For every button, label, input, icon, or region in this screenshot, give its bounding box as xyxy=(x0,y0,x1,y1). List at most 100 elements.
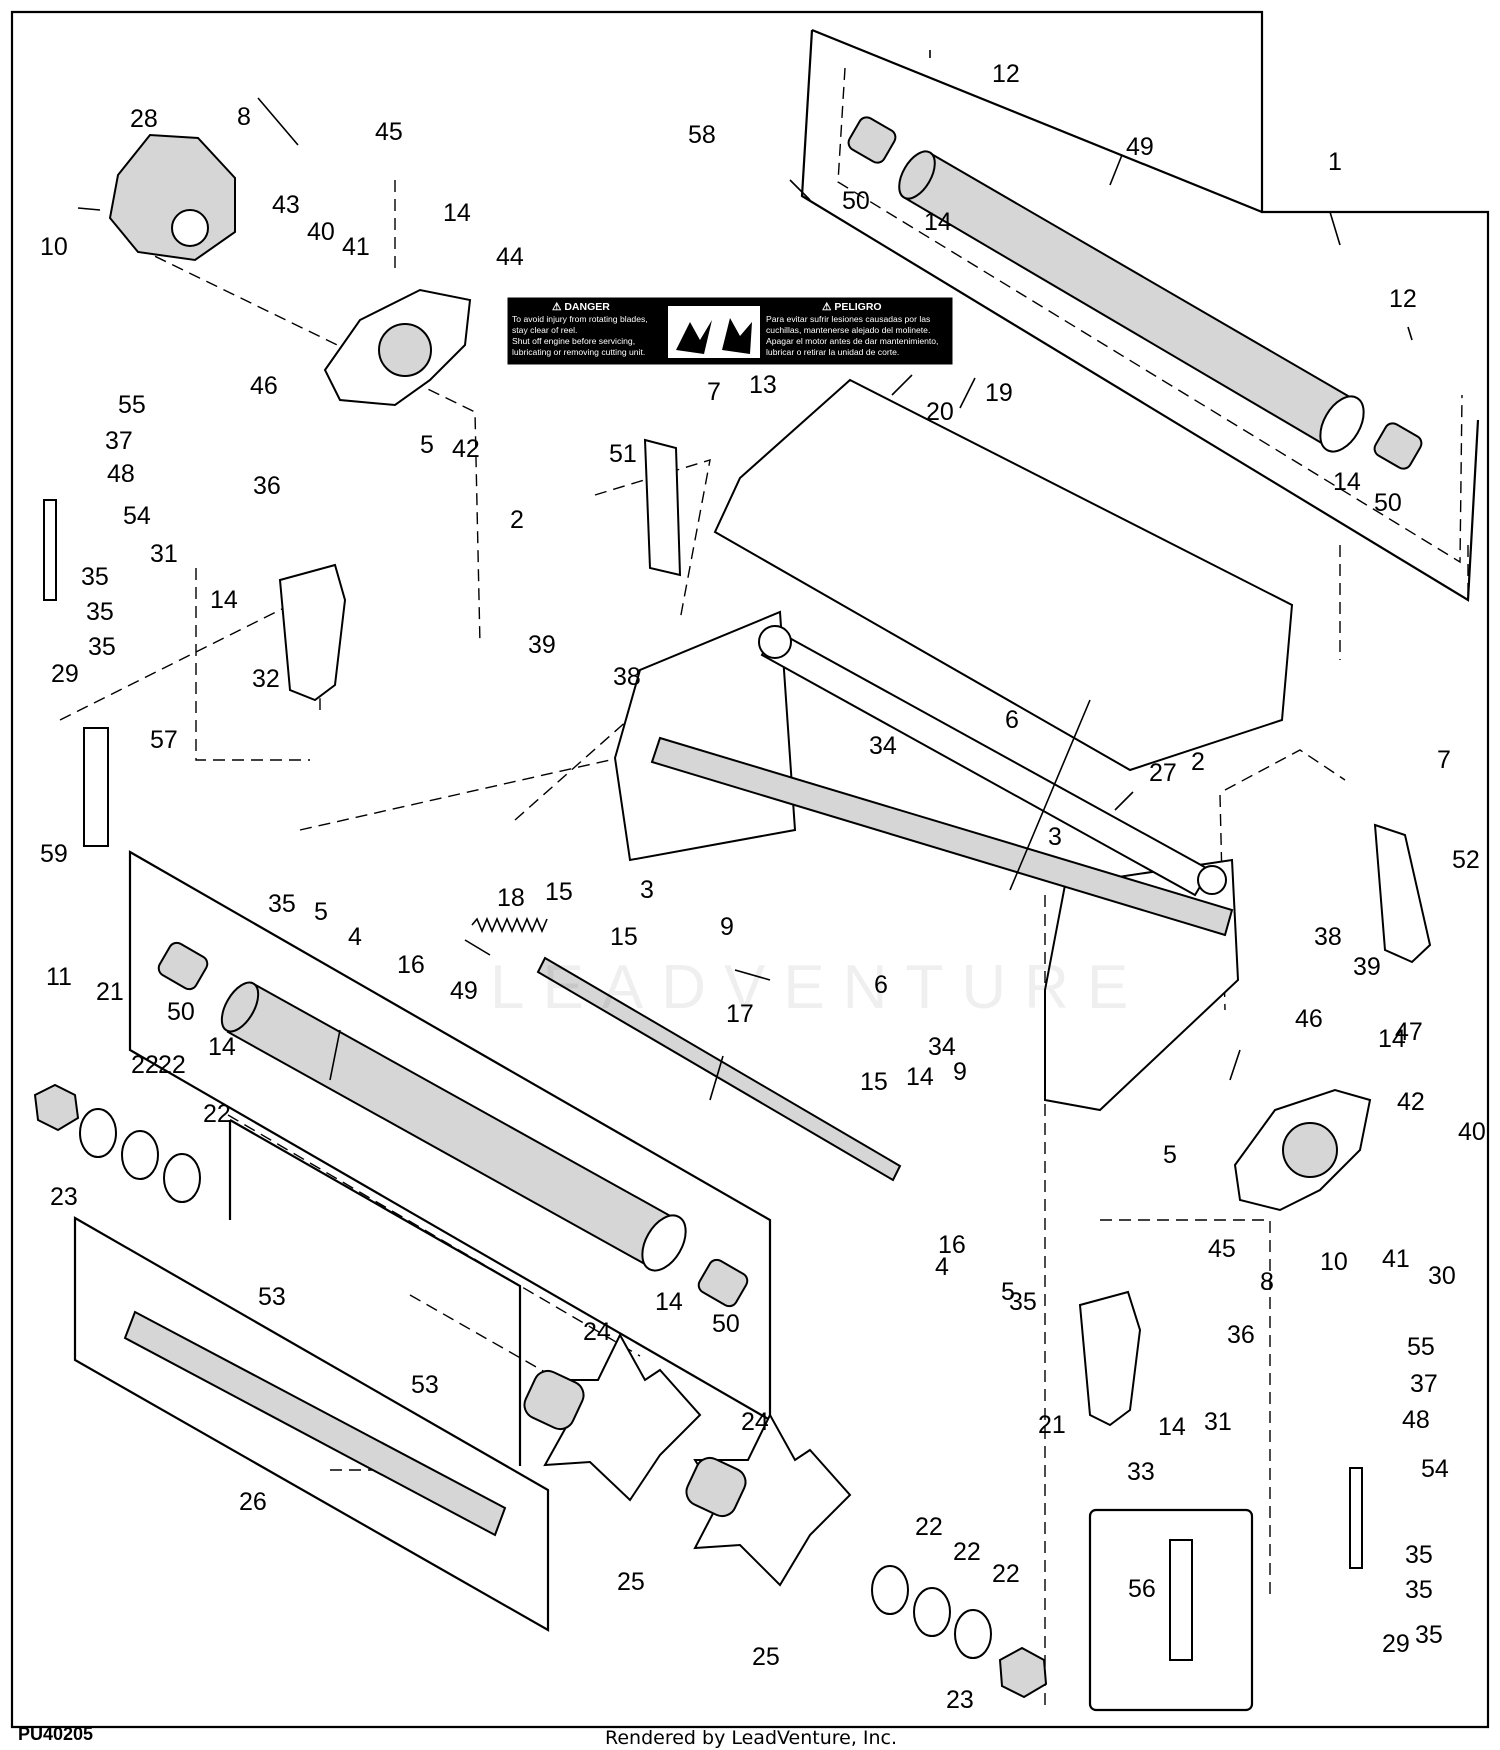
callout-number: 33 xyxy=(1127,1458,1155,1486)
callout-number: 14 xyxy=(210,586,238,614)
knife-25-first xyxy=(543,1332,702,1502)
callout-number: 14 xyxy=(208,1033,236,1061)
callout-number: 35 xyxy=(268,890,296,918)
callout-number: 35 xyxy=(81,563,109,591)
callout-number: 37 xyxy=(1410,1370,1438,1398)
callout-number: 50 xyxy=(712,1310,740,1338)
callout-number: 36 xyxy=(1227,1321,1255,1349)
callout-number: 29 xyxy=(1382,1630,1410,1658)
callout-number: 26 xyxy=(239,1488,267,1516)
callout-number: 22 xyxy=(131,1051,159,1079)
decal-left-line: To avoid injury from rotating blades, xyxy=(512,314,648,324)
callout-number: 39 xyxy=(528,631,556,659)
warning-decal-20 xyxy=(507,297,953,365)
nut-23-left xyxy=(33,1083,80,1132)
callout-number: 7 xyxy=(707,378,721,406)
decal-left-line: Shut off engine before servicing, xyxy=(512,336,635,346)
callout-number: 47 xyxy=(1395,1018,1423,1046)
callout-number: 42 xyxy=(452,435,480,463)
render-credit: Rendered by LeadVenture, Inc. xyxy=(605,1727,897,1749)
callout-number: 41 xyxy=(342,233,370,261)
callout-number: 32 xyxy=(252,665,280,693)
callout-number: 45 xyxy=(375,118,403,146)
callout-number: 9 xyxy=(953,1058,967,1086)
callout-number: 39 xyxy=(1353,953,1381,981)
reel-blade-hand-icon xyxy=(676,320,712,354)
callout-number: 1 xyxy=(1328,148,1342,176)
post-57 xyxy=(83,727,109,847)
callout-number: 22 xyxy=(158,1051,186,1079)
callout-number: 24 xyxy=(583,1318,611,1346)
callout-number: 13 xyxy=(749,371,777,399)
callout-number: 14 xyxy=(655,1288,683,1316)
callout-number: 5 xyxy=(420,431,434,459)
frame-27 xyxy=(613,610,1240,1112)
part-56-box xyxy=(1088,1508,1254,1712)
callout-number: 23 xyxy=(50,1183,78,1211)
housing-28 xyxy=(108,133,236,262)
callout-number: 35 xyxy=(88,633,116,661)
callout-number: 40 xyxy=(307,218,335,246)
callout-number: 54 xyxy=(1421,1455,1449,1483)
shim-rings-22-right xyxy=(871,1565,992,1659)
callout-number: 4 xyxy=(348,923,362,951)
spacer-24-second xyxy=(685,1456,747,1518)
callout-number: 53 xyxy=(258,1283,286,1311)
post-54-left xyxy=(43,499,57,601)
callout-number: 23 xyxy=(946,1686,974,1714)
callout-number: 43 xyxy=(272,191,300,219)
spring-18 xyxy=(471,916,548,934)
callout-number: 48 xyxy=(107,460,135,488)
bracket-51 xyxy=(643,438,682,577)
callout-number: 16 xyxy=(938,1231,966,1259)
callout-number: 54 xyxy=(123,502,151,530)
callout-number: 36 xyxy=(253,472,281,500)
callout-number: 4 xyxy=(935,1253,949,1281)
bearing-housing-47 xyxy=(1233,1088,1372,1212)
callout-number: 21 xyxy=(1038,1411,1066,1439)
bracket-33 xyxy=(1078,1290,1142,1427)
callout-number: 28 xyxy=(130,105,158,133)
callout-number: 2 xyxy=(1191,748,1205,776)
bushing-50-bottom-right xyxy=(697,1258,749,1308)
callout-number: 44 xyxy=(496,243,524,271)
callout-number: 14 xyxy=(924,208,952,236)
shim-rings-22-left xyxy=(79,1108,201,1203)
callout-number: 24 xyxy=(741,1408,769,1436)
callout-number: 5 xyxy=(1001,1278,1015,1306)
callout-number: 11 xyxy=(46,963,72,991)
callout-number: 9 xyxy=(720,913,734,941)
callout-number: 53 xyxy=(411,1371,439,1399)
callout-leaders xyxy=(77,50,1413,1101)
callout-number: 3 xyxy=(640,876,654,904)
bracket-32 xyxy=(278,563,347,702)
callout-number: 15 xyxy=(610,923,638,951)
bushing-50-top-left xyxy=(847,116,897,164)
callout-number: 38 xyxy=(1314,923,1342,951)
callout-number: 31 xyxy=(150,540,178,568)
callout-number: 20 xyxy=(926,398,954,426)
decal-right-line: lubricar o retirar la unidad de corte. xyxy=(766,347,899,357)
bushing-50-top-right xyxy=(1373,422,1423,470)
callout-number: 52 xyxy=(1452,846,1480,874)
callout-number: 22 xyxy=(915,1513,943,1541)
callout-number: 14 xyxy=(1333,468,1361,496)
watermark: LEADVENTURE xyxy=(490,953,1146,1022)
callout-number: 18 xyxy=(497,884,525,912)
callout-number: 58 xyxy=(688,121,716,149)
callout-number: 46 xyxy=(1295,1005,1323,1033)
callout-number: 49 xyxy=(1126,133,1154,161)
callout-number: 59 xyxy=(40,840,68,868)
callout-number: 56 xyxy=(1128,1575,1156,1603)
callout-number: 29 xyxy=(51,660,79,688)
callout-number: 15 xyxy=(860,1068,888,1096)
callout-number: 30 xyxy=(1428,1262,1456,1290)
callout-number: 10 xyxy=(40,233,68,261)
nut-23-right xyxy=(998,1646,1048,1699)
callout-number: 35 xyxy=(1415,1621,1443,1649)
decal-right-line: Para evitar sufrir lesiones causadas por… xyxy=(766,314,930,324)
callout-number: 46 xyxy=(250,372,278,400)
shaft-26 xyxy=(123,1310,507,1537)
callout-number: 6 xyxy=(1005,706,1019,734)
